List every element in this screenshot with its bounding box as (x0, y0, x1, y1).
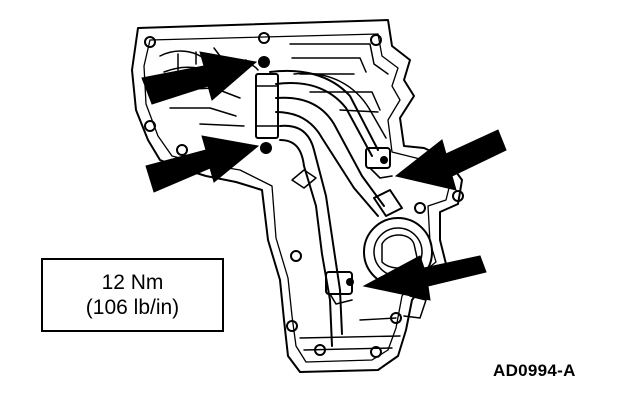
fastener-upper-right (380, 156, 388, 164)
arrow-mid-left-fastener (145, 135, 260, 193)
fluid-tube-3 (275, 96, 385, 207)
bolt-hole (290, 250, 302, 262)
arrow-upper-right-clip (394, 129, 507, 191)
fluid-tube-4 (275, 111, 379, 217)
figure-id: AD0994-A (493, 361, 576, 380)
bolt-hole (176, 144, 188, 156)
torque-imperial: (106 lb/in) (85, 296, 180, 319)
bolt-hole (286, 320, 298, 332)
bolt-hole (452, 190, 464, 202)
bolt-hole (370, 346, 382, 358)
bolt-hole (414, 202, 426, 214)
torque-metric: 12 Nm (101, 271, 164, 294)
fluid-tube-6 (279, 139, 333, 347)
arrow-lower-right-clip (362, 255, 487, 301)
filter-housing (255, 73, 279, 139)
tube-bracket (373, 189, 403, 217)
fastener-lower-right (346, 278, 354, 286)
fluid-tube-5 (279, 124, 343, 335)
fastener-mid (260, 142, 272, 154)
torque-spec-box: 12 Nm (106 lb/in) (41, 258, 224, 332)
arrow-top-left-fastener (141, 51, 258, 105)
bolt-hole (258, 32, 270, 44)
bolt-hole (144, 120, 156, 132)
tube-clip-upper (365, 147, 391, 169)
fluid-tube-2 (275, 82, 373, 157)
fluid-tube-7 (293, 72, 387, 139)
fluid-tube-1 (269, 69, 379, 151)
bolt-hole (144, 36, 156, 48)
fastener-top (258, 56, 270, 68)
bolt-hole (370, 34, 382, 46)
